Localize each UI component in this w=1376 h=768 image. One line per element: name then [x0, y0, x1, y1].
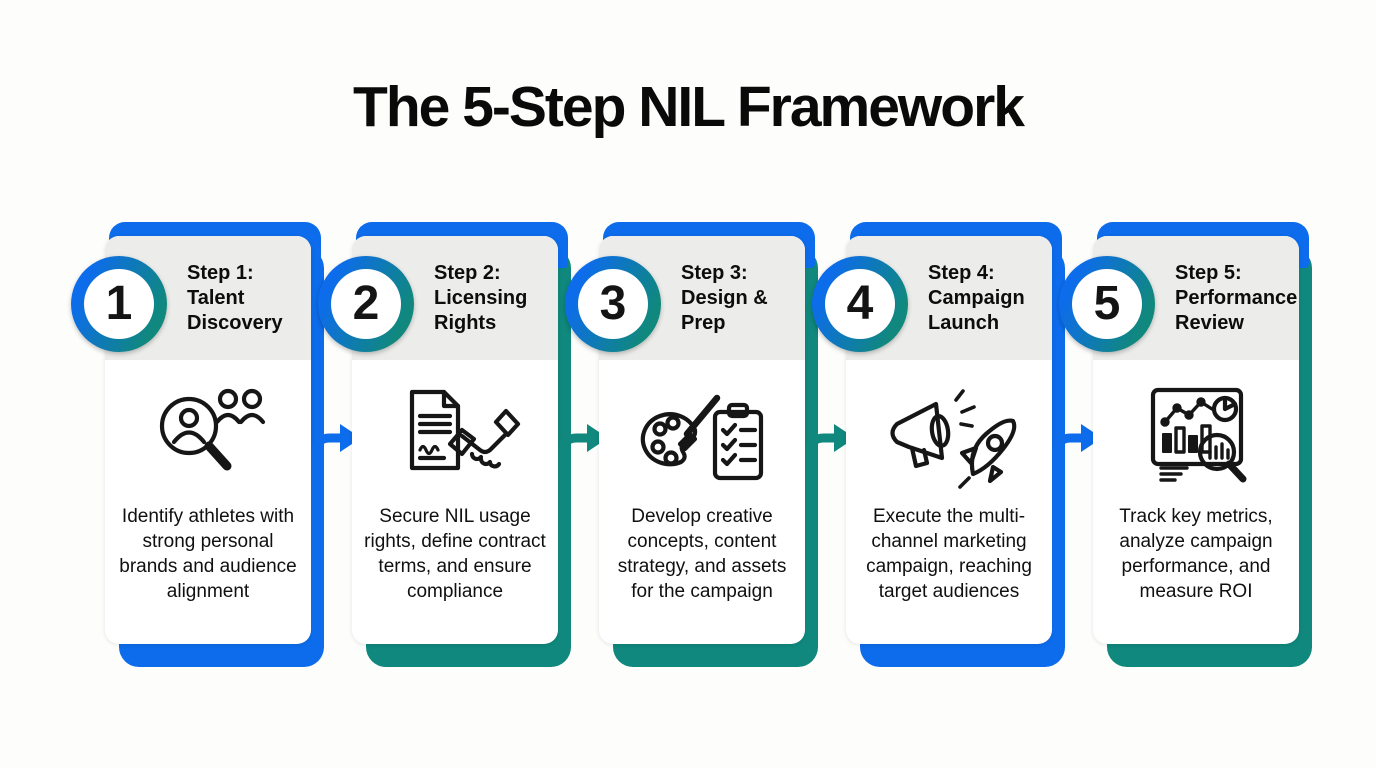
- step-card: Step 4: Campaign Launch Execute the mult…: [812, 222, 1102, 667]
- athlete-search-icon: [139, 372, 277, 504]
- step-description: Identify athletes with strong personal b…: [119, 506, 297, 603]
- flow-arrow-icon: [556, 408, 614, 658]
- step-name: Performance Review: [1175, 286, 1298, 334]
- step-title: Step 5: Performance Review: [1175, 261, 1297, 336]
- step-number: 3: [578, 269, 648, 339]
- step-label: Step 2:: [434, 261, 501, 284]
- card-body: Track key metrics, analyze campaign perf…: [1093, 360, 1299, 644]
- step-title: Step 1: Talent Discovery: [187, 261, 305, 336]
- step-card: Step 5: Performance Review Track key met…: [1059, 222, 1312, 667]
- step-card: Step 2: Licensing Rights Secure NIL usag…: [318, 222, 608, 667]
- step-name: Campaign Launch: [928, 286, 1025, 334]
- card-body: Identify athletes with strong personal b…: [105, 360, 311, 644]
- step-number-badge: 1: [71, 256, 167, 352]
- step-description: Secure NIL usage rights, define contract…: [364, 506, 546, 603]
- step-number-badge: 4: [812, 256, 908, 352]
- flow-arrow-icon: [803, 408, 861, 658]
- steps-row: Step 1: Talent Discovery Identify athlet…: [71, 222, 1312, 667]
- step-description: Develop creative concepts, content strat…: [617, 506, 787, 603]
- step-label: Step 5:: [1175, 261, 1242, 284]
- card-body: Execute the multi-channel marketing camp…: [846, 360, 1052, 644]
- megaphone-rocket-icon: [880, 372, 1018, 504]
- step-description: Track key metrics, analyze campaign perf…: [1119, 506, 1273, 603]
- step-number-badge: 3: [565, 256, 661, 352]
- step-name: Design & Prep: [681, 286, 768, 334]
- step-name: Licensing Rights: [434, 286, 528, 334]
- flow-arrow-icon: [309, 408, 367, 658]
- step-title: Step 2: Licensing Rights: [434, 261, 552, 336]
- step-name: Talent Discovery: [187, 286, 283, 334]
- step-number: 1: [84, 269, 154, 339]
- palette-checklist-icon: [633, 372, 771, 504]
- flow-arrow-icon: [1050, 408, 1108, 658]
- step-number: 2: [331, 269, 401, 339]
- step-title: Step 3: Design & Prep: [681, 261, 799, 336]
- step-card: Step 1: Talent Discovery Identify athlet…: [71, 222, 361, 667]
- step-label: Step 1:: [187, 261, 254, 284]
- step-label: Step 4:: [928, 261, 995, 284]
- step-number-badge: 5: [1059, 256, 1155, 352]
- step-card: Step 3: Design & Prep Develop creative c…: [565, 222, 855, 667]
- contract-handshake-icon: [386, 372, 524, 504]
- step-number: 4: [825, 269, 895, 339]
- card-body: Secure NIL usage rights, define contract…: [352, 360, 558, 644]
- step-description: Execute the multi-channel marketing camp…: [866, 506, 1032, 603]
- page-title: The 5-Step NIL Framework: [353, 75, 1025, 139]
- step-number-badge: 2: [318, 256, 414, 352]
- step-number: 5: [1072, 269, 1142, 339]
- analytics-report-icon: [1127, 372, 1265, 504]
- step-title: Step 4: Campaign Launch: [928, 261, 1046, 336]
- card-body: Develop creative concepts, content strat…: [599, 360, 805, 644]
- step-label: Step 3:: [681, 261, 748, 284]
